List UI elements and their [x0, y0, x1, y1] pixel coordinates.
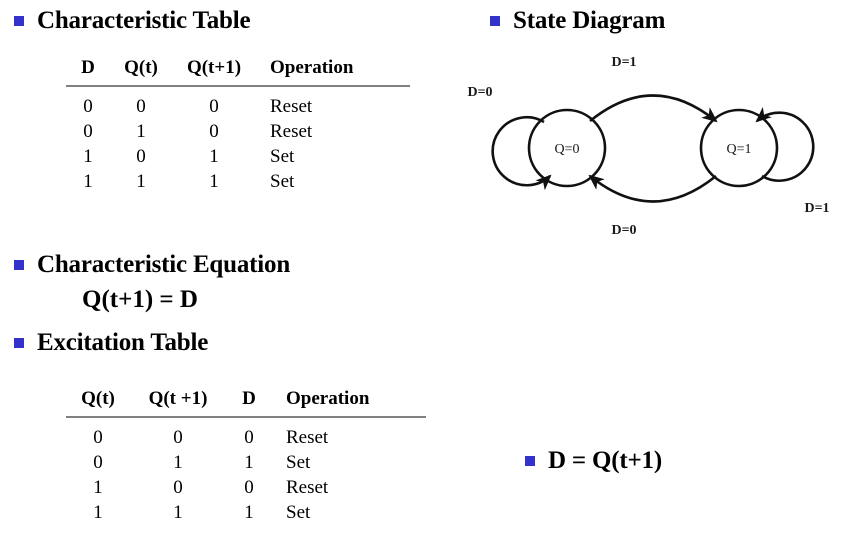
- self-loop-q0-path: [491, 115, 552, 191]
- characteristic-table: D Q(t) Q(t+1) Operation 0 0 0 Reset 0 1 …: [66, 57, 410, 194]
- cell-operation: Reset: [270, 96, 313, 117]
- cell-d: 1: [244, 502, 254, 523]
- cell-qt: 1: [93, 502, 103, 523]
- square-bullet-icon: [490, 15, 500, 26]
- state-circle-q1: [699, 108, 779, 188]
- cell-qt1: 1: [173, 502, 183, 523]
- square-bullet-icon: [14, 259, 24, 270]
- cell-qt: 0: [136, 146, 146, 167]
- column-header-qt1: Q(t+1): [172, 57, 256, 87]
- edge-label-top: D=1: [611, 55, 636, 70]
- heading-characteristic-table: Characteristic Table: [14, 7, 251, 34]
- table-header-row: D Q(t) Q(t+1) Operation: [66, 57, 410, 87]
- cell-qt1: 0: [209, 96, 219, 117]
- edge-label-self-right: D=1: [804, 201, 829, 216]
- characteristic-equation-text: Q(t+1) = D: [82, 286, 198, 313]
- table-row: 1 0 0 Reset: [66, 475, 426, 500]
- table-row: 1 1 1 Set: [66, 169, 410, 194]
- table-row: 0 0 0 Reset: [66, 417, 426, 450]
- transition-q0-to-q1-path: [589, 94, 718, 123]
- table-row: 1 0 1 Set: [66, 144, 410, 169]
- heading-characteristic-equation-label: Characteristic Equation: [37, 251, 291, 278]
- heading-characteristic-table-label: Characteristic Table: [37, 7, 251, 34]
- column-header-d: D: [66, 57, 110, 87]
- cell-d: 0: [244, 477, 254, 498]
- cell-qt: 0: [136, 96, 146, 117]
- excitation-equation-bullet: D = Q(t+1): [525, 448, 662, 473]
- cell-d: 0: [83, 96, 93, 117]
- cell-operation: Set: [270, 146, 295, 167]
- column-header-qt: Q(t): [110, 57, 172, 87]
- cell-qt1: 0: [209, 121, 219, 142]
- table-row: 0 0 0 Reset: [66, 86, 410, 119]
- cell-qt: 0: [93, 427, 103, 448]
- state-node-q0: Q=0: [527, 108, 607, 188]
- column-header-qt: Q(t): [66, 388, 130, 418]
- square-bullet-icon: [14, 337, 24, 348]
- heading-excitation-table-label: Excitation Table: [37, 329, 209, 356]
- column-header-qt1: Q(t +1): [130, 388, 226, 418]
- cell-qt1: 0: [173, 477, 183, 498]
- edge-label-bottom: D=0: [611, 223, 636, 238]
- table-row: 0 1 0 Reset: [66, 119, 410, 144]
- column-header-d: D: [226, 388, 272, 418]
- table-row: 0 1 1 Set: [66, 450, 426, 475]
- cell-qt1: 1: [209, 171, 219, 192]
- square-bullet-icon: [14, 15, 24, 26]
- cell-operation: Reset: [286, 427, 329, 448]
- cell-qt: 1: [93, 477, 103, 498]
- state-node-q1: Q=1: [699, 108, 779, 188]
- square-bullet-icon: [525, 455, 535, 466]
- cell-d: 1: [244, 452, 254, 473]
- state-label-q0: Q=0: [554, 142, 579, 157]
- excitation-equation-label: D = Q(t+1): [548, 447, 662, 474]
- cell-qt: 0: [93, 452, 103, 473]
- cell-qt1: 1: [173, 452, 183, 473]
- cell-qt: 1: [136, 121, 146, 142]
- table-header-row: Q(t) Q(t +1) D Operation: [66, 388, 426, 418]
- cell-operation: Set: [286, 452, 311, 473]
- cell-d: 1: [83, 146, 93, 167]
- cell-d: 0: [83, 121, 93, 142]
- cell-operation: Set: [270, 171, 295, 192]
- cell-d: 0: [244, 427, 254, 448]
- cell-qt: 1: [136, 171, 146, 192]
- column-header-operation: Operation: [272, 388, 426, 418]
- heading-excitation-table: Excitation Table: [14, 330, 208, 355]
- cell-qt1: 0: [173, 427, 183, 448]
- column-header-operation: Operation: [256, 57, 410, 87]
- cell-qt1: 1: [209, 146, 219, 167]
- table-row: 1 1 1 Set: [66, 500, 426, 525]
- heading-characteristic-equation: Characteristic Equation: [14, 252, 290, 277]
- excitation-table: Q(t) Q(t +1) D Operation 0 0 0 Reset 0 1…: [66, 388, 426, 525]
- state-label-q1: Q=1: [726, 142, 751, 157]
- state-circle-q0: [527, 108, 607, 188]
- state-diagram-figure: Q=0 Q=1 D=1 D=0 D=0 D=1: [440, 48, 846, 238]
- edge-label-self-left: D=0: [467, 85, 492, 100]
- transition-q1-to-q0-path: [588, 174, 717, 203]
- cell-operation: Set: [286, 502, 311, 523]
- heading-state-diagram-label: State Diagram: [513, 7, 666, 34]
- cell-operation: Reset: [270, 121, 313, 142]
- self-loop-q1-path: [755, 107, 815, 182]
- cell-operation: Reset: [286, 477, 329, 498]
- cell-d: 1: [83, 171, 93, 192]
- heading-state-diagram: State Diagram: [490, 8, 665, 33]
